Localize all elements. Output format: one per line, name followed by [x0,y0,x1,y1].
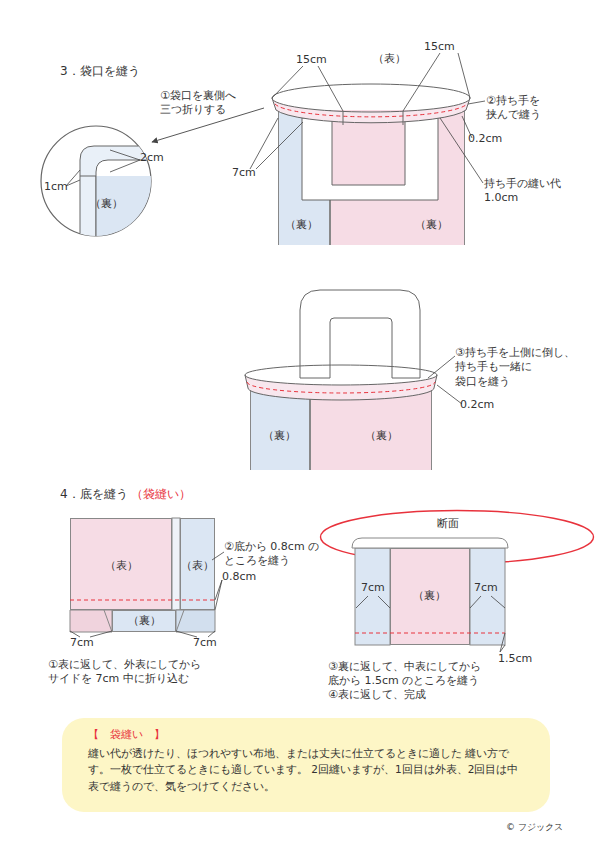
step-note: ③裏に返して、中表にしてから 底から 1.5cm のところを縫う [328,660,496,689]
step-note: ①袋口を裏側へ 三つ折りする [160,89,248,118]
dimension: 7cm [361,581,385,595]
step-note: 持ち手の縫い代 1.0cm [484,177,574,206]
fabric-strip: （裏） [112,610,176,632]
bag-panel: （裏） [330,110,465,245]
node-text: （裏） [263,429,296,443]
dimension: 0.2cm [468,132,502,146]
dimension: 0.8cm [222,570,256,584]
step-note: ②持ち手を 挟んで縫う [486,94,552,123]
bag-cuff [352,538,508,548]
bag-panel: （裏） [390,548,470,645]
bag-side [355,548,390,645]
step-note: ②底から 0.8cm の ところを縫う [224,540,332,569]
node-text: （裏） [128,614,161,628]
detail-circle: 2cm1cm（裏） [40,125,152,237]
node-text: 2cm [140,151,164,165]
seam-strip [172,518,180,610]
side-label: （表） [373,52,406,66]
section-heading: 4．底を縫う [60,487,128,503]
bag-rim-back [245,365,437,375]
dimension: 7cm [70,636,94,650]
step-note: ④表に返して、完成 [328,688,426,702]
bag-panel: （裏） [310,385,432,470]
section-heading: （袋縫い） [131,487,191,503]
fabric-panel: （表） [70,518,172,610]
dimension: 15cm [296,53,327,67]
dimension: 1.5cm [498,652,532,666]
circle-outline [41,126,151,236]
node-body: 縫い代が透けたり、ほつれやすい布地、または丈夫に仕立てるときに適した 縫い方です… [88,745,528,794]
copyright: © フジックス [506,822,563,834]
step-note: ①表に返して、外表にしてから サイドを 7cm 中に折り込む [48,658,213,687]
bag-rim-back [272,84,470,98]
node-text: （裏） [285,218,318,232]
node-text: 【 袋縫い 】 [88,728,165,742]
node-body: 1cm [44,180,68,194]
bag-panel: （裏） [278,110,330,245]
node-body: （裏） [90,197,123,211]
dimension: 7cm [474,581,498,595]
node-text: （裏） [365,429,398,443]
node-text: （裏） [413,589,446,603]
dimension: 7cm [193,636,217,650]
dimension: 0.2cm [460,398,494,412]
node-text: （表） [105,559,138,573]
folded-corner [70,610,112,632]
node-text: （裏） [415,218,448,232]
bag-handle [300,290,420,378]
step-note: ③持ち手を上側に倒し、 持ち手も一緒に 袋口を縫う [455,346,585,389]
folded-corner [176,610,215,632]
node-text: （表） [181,559,214,573]
section-heading: 3．袋口を縫う [60,64,140,80]
dimension: 7cm [232,166,256,180]
fabric-panel: （表） [180,518,215,610]
note-box: 【 袋縫い 】縫い代が透けたり、ほつれやすい布地、または丈夫に仕立てるときに適し… [62,718,550,812]
bag-panel: （裏） [250,385,310,470]
node-text: 断面 [437,517,459,531]
dimension: 15cm [424,40,455,54]
